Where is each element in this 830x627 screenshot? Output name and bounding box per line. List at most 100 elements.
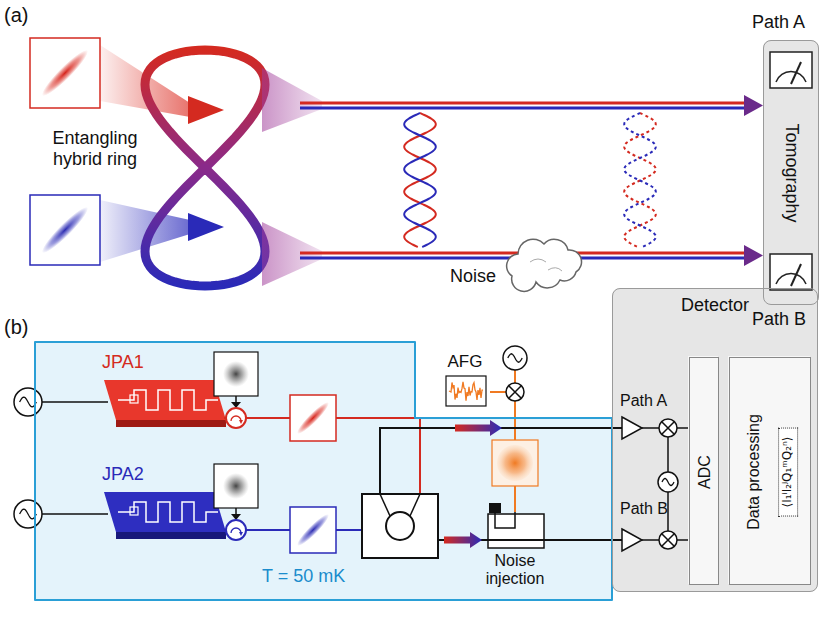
tomography-fill [763,40,819,305]
detector-chain [612,417,688,551]
input-arrowhead [188,96,224,124]
noise-cloud [507,239,582,291]
noise-source [514,370,516,383]
meter-icon [770,254,812,290]
local-oscillator [658,472,678,492]
input-arrowhead [188,213,224,241]
squeezed-state-blue [290,507,336,553]
jpa-chip-blue [104,492,226,539]
circulator [239,532,243,536]
pump-wire [42,402,108,514]
signal-wire [336,418,420,494]
meter-icon [770,52,812,290]
path-line [300,107,748,110]
adc-fill [688,356,718,584]
squeezed-state-red [294,399,331,436]
detector-box: DetectorADCData processing⟨I₁ⁱI₂ʲQ₁ᵐQ₂ⁿ⟩ [612,288,818,592]
squeezed-state-blue [30,195,100,265]
node-title: Data processing [745,414,763,530]
entangled-signal-arrow [455,420,502,436]
detector-chain [667,437,669,472]
cryostat-region: T = 50 mK JPA1JPA2Noise injection [35,342,612,600]
meter-icon [770,52,812,88]
meter-icon [776,274,806,284]
vacuum-noise-input [223,473,249,499]
jpa-chip-blue [104,492,226,532]
panel-label: (a) [4,4,28,27]
path-line [300,102,748,105]
noise-source [492,370,538,486]
noise-injection-coupler: Noise injection [472,512,558,596]
squeezed-state-blue [290,507,336,553]
correlation-wave [624,113,656,247]
detector-chain [642,427,659,429]
node-title: AFG [448,352,483,372]
entangled-signal-arrow [444,532,482,548]
node-title: JPA2 [102,464,144,485]
signal-wire [246,417,290,419]
jpa-chip-red [130,395,138,403]
local-oscillator [662,479,674,486]
vacuum-noise-input [214,352,258,396]
node-title: Tomography [782,123,803,222]
local-oscillator [20,397,37,407]
path-line [744,95,763,116]
afg-icon [449,382,483,401]
hybrid-coupler [386,512,414,540]
jpa-chip-red [118,390,218,410]
correlation-wave [404,113,436,247]
detector-chain [622,417,642,439]
squeezed-state-red [30,38,100,108]
squeezed-state-blue [38,203,92,257]
hybrid-ring [145,168,265,286]
pump-wire [42,401,108,403]
noise-label: Noise [450,266,496,287]
cryostat-outline [35,342,612,600]
path-b-line [558,539,612,541]
mixer [662,534,674,546]
circulator [226,520,246,540]
jpa-chip-red [116,420,226,427]
squeezed-state-blue [30,195,100,265]
hybrid-coupler [362,494,438,558]
jpa-chip-blue [130,507,138,515]
detector-chain [612,427,622,429]
correlation-wave [404,113,436,247]
squeezed-state-red [30,38,100,108]
path-label: Path B [620,500,668,518]
detector-chain [677,427,688,429]
mixer [659,419,677,437]
detector-chain [642,539,659,541]
squeezed-state-red [290,395,336,441]
detector-fill [612,288,818,592]
input-arrowhead [188,96,224,241]
jpa-chip-red [104,380,226,420]
local-oscillator [14,500,42,528]
signal-wire [380,428,612,494]
squeezed-state-blue [294,511,331,548]
mixer [509,386,521,398]
jpa-chip: JPA1 [100,352,170,376]
meter-icon [776,72,806,82]
processing-box: Data processing⟨I₁ⁱI₂ʲQ₁ᵐQ₂ⁿ⟩ [729,357,811,585]
ring-label: Entangling hybrid ring [36,128,154,169]
hybrid-ring [145,50,265,286]
noise-source [497,445,533,481]
pump-wire [42,513,108,515]
signal-wire [246,529,290,531]
vacuum-noise-input [214,464,258,508]
circulator [239,420,243,424]
detector-chain [612,539,622,541]
vacuum-noise-input [235,508,237,515]
hybrid-coupler [380,494,390,516]
squeezed-state-red [38,46,92,100]
tomography-box: Tomography [763,40,819,305]
path-label: Path B [752,309,806,330]
node-title: T = 50 mK [262,566,345,587]
afg-icon [446,376,486,406]
noise-cloud [507,239,582,291]
local-oscillator [14,388,42,416]
path-label: Path A [752,12,805,33]
